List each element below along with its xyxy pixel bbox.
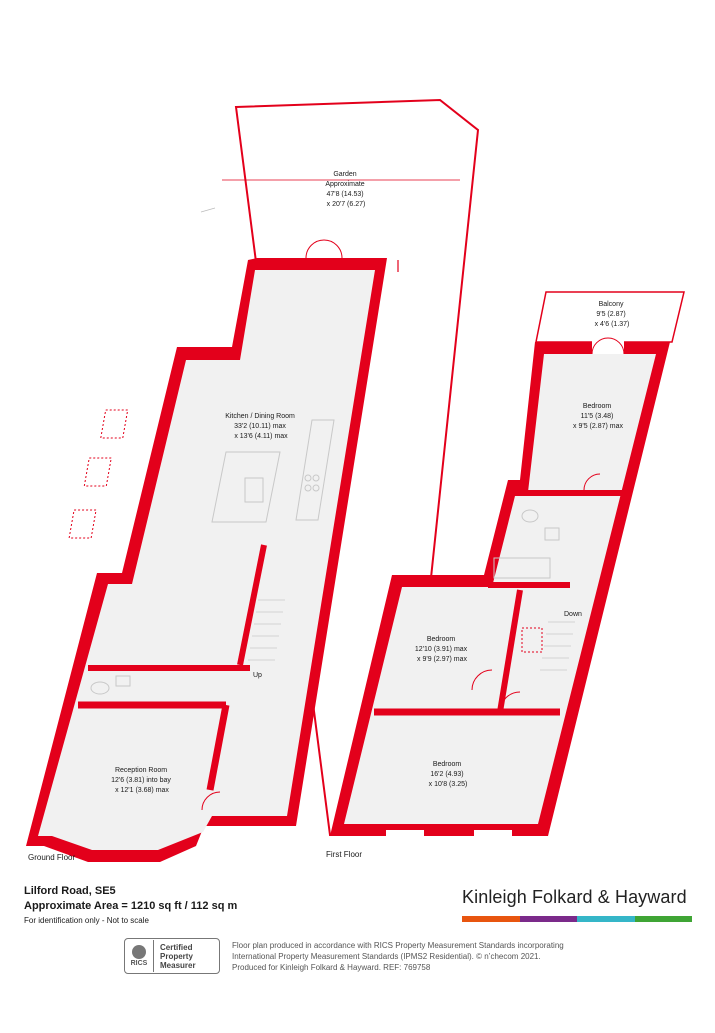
rics-line: Certified [160,942,193,952]
rics-line: Property [160,951,193,961]
first-floor-interior [344,354,656,824]
basin-icon [544,527,560,541]
rics-badge: RICS Certified Property Measurer [124,938,220,974]
approximate-area: Approximate Area = 1210 sq ft / 112 sq m [24,900,238,912]
floor-plan: Garden Approximate 47'8 (14.53) x 20'7 (… [26,98,685,862]
stairs-down-label: Down [564,611,582,618]
wall-hall [206,704,230,791]
hob-icon [304,484,312,492]
disclaimer-line: Produced for Kinleigh Folkard & Hayward.… [232,963,431,972]
skylight-icon [100,409,129,439]
window [474,830,512,836]
brand-bar-cyan [577,916,635,922]
bedroom-door-swing [471,669,493,691]
brand-bar-green [634,916,692,922]
hob-icon [304,474,312,482]
disclaimer: Floor plan produced in accordance with R… [232,940,692,973]
bedroom-front-label: Bedroom 16'2 (4.93) x 10'8 (3.25) [429,761,468,788]
toilet-icon [521,509,539,523]
address-block: Lilford Road, SE5 Approximate Area = 121… [24,884,237,914]
wall-stairs [237,544,267,666]
front-door-swing [201,791,221,811]
entrance-door-swing [274,803,294,823]
stairs-up-label: Up [253,672,262,679]
basin-icon [115,675,131,687]
toilet-icon [90,681,110,695]
balcony-doors [592,340,624,354]
ground-floor [26,239,387,862]
rics-badge-text: Certified Property Measurer [160,943,196,970]
french-doors [306,244,342,258]
rics-logo: RICS [125,940,154,972]
ground-stairs [248,599,285,661]
kitchen-sink-icon [244,477,264,503]
bath-icon [493,557,551,579]
brand-bar-purple [519,916,577,922]
bedroom-top-label: Bedroom 11'5 (3.48) x 9'5 (2.87) max [573,403,623,430]
rics-abbr: RICS [130,960,148,967]
wall-landing [497,589,523,713]
bedroom-door-swing [583,473,601,491]
garden-path-mark [200,207,216,213]
bedroom-mid-label: Bedroom 12'10 (3.91) max x 9'9 (2.97) ma… [415,636,469,663]
skylight-icon [83,457,112,487]
ground-floor-label: Ground Floor [28,853,75,862]
balcony-outline [535,291,685,343]
address: Lilford Road, SE5 [24,885,116,897]
skylight-icon [521,627,543,653]
skylight-icon [68,509,97,539]
first-stairs [540,621,575,671]
window [386,830,424,836]
balcony-label: Balcony 9'5 (2.87) x 4'6 (1.37) [595,301,630,328]
first-floor-label: First Floor [326,850,362,859]
reception-label: Reception Room 12'6 (3.81) into bay x 12… [111,767,173,794]
scale-note: For identification only - Not to scale [24,916,149,925]
kitchen-counter [295,419,335,521]
kitchen-label: Kitchen / Dining Room 33'2 (10.11) max x… [225,413,297,440]
hob-icon [312,474,320,482]
rics-globe-icon [132,945,146,959]
hob-icon [312,484,320,492]
disclaimer-line: International Property Measurement Stand… [232,952,541,961]
brand-bar-orange [462,916,520,922]
rics-line: Measurer [160,960,196,970]
balcony-doors-swing [591,337,625,355]
brand-color-bar [462,916,692,922]
first-floor [330,291,685,836]
bedroom-door-swing [499,691,521,713]
agent-brand: Kinleigh Folkard & Hayward [462,887,687,907]
french-doors-swing [305,239,343,259]
garden-label: Garden Approximate 47'8 (14.53) x 20'7 (… [325,171,366,208]
disclaimer-line: Floor plan produced in accordance with R… [232,941,564,950]
kitchen-island [211,451,281,523]
